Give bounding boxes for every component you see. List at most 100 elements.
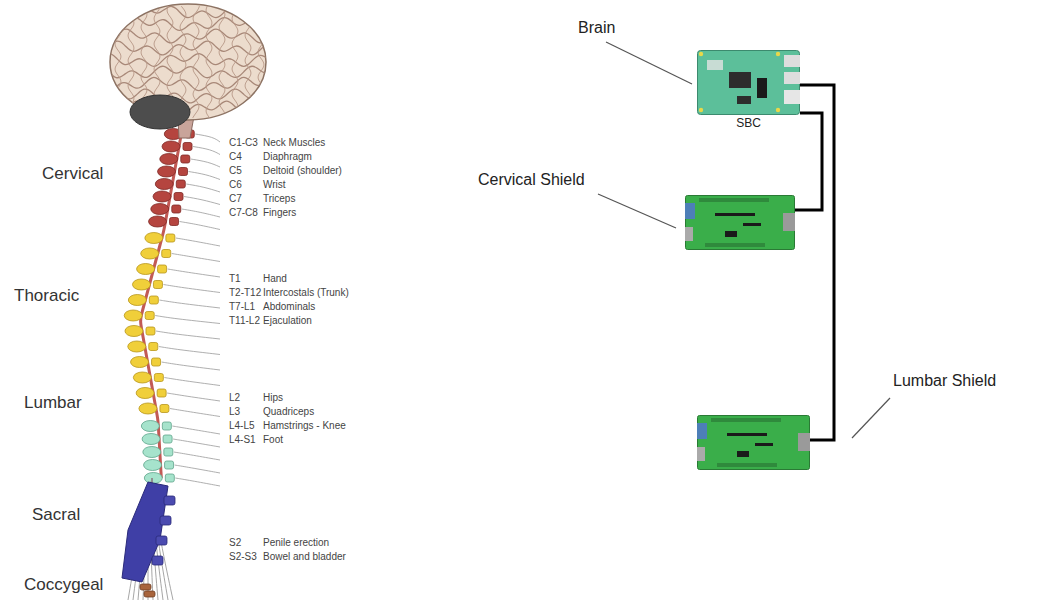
muscle-name: Neck Muscles [263,137,325,149]
trace [743,223,761,226]
nerve-line [168,269,220,277]
muscle-name: Hips [263,392,283,404]
muscle-name: Intercostals (Trunk) [263,287,349,299]
vertebra-process [166,234,175,242]
header [717,463,777,467]
leader-line [606,42,692,84]
spinal-cord [141,118,185,478]
muscle-name: Foot [263,434,283,446]
shield-node: Lumbar Shield [697,415,810,470]
muscle-name: Ejaculation [263,315,312,327]
muscle-name: Hand [263,273,287,285]
brain-fold [128,6,134,118]
brain-fold [115,6,122,118]
nerve-line [176,238,220,246]
nerve-level: T7-L1 [229,301,255,313]
vertebra-body [151,204,169,215]
brain-fold [108,29,268,43]
nerve-level: C7-C8 [229,207,258,219]
chip [725,231,737,237]
muscle-name: Deltoid (shoulder) [263,165,342,177]
vertebra-body [160,154,178,165]
vertebra-process [149,343,158,351]
nerve-line [189,172,220,180]
vertebra-body [124,310,142,321]
vertebra-process [163,435,172,443]
muscle-name: Abdominals [263,301,315,313]
power-jack [685,227,693,241]
chip [737,96,751,104]
vertebra-body [149,216,167,227]
vertebra-body [143,447,161,458]
connector-wire [795,113,822,210]
mount-hole [699,108,703,112]
mount-hole [776,52,780,56]
nerve-level: L3 [229,406,240,418]
vertebra-body [133,372,151,383]
chip [729,72,751,88]
vertebra-process [145,312,154,320]
vertebra-process [170,218,179,226]
chip [737,451,749,457]
nerve-line [184,197,220,205]
nerve-line [173,439,220,447]
port [784,90,800,104]
nerve-line [159,300,220,308]
header [699,198,769,202]
vertebra-body [132,279,150,290]
vertebra-process [160,405,169,413]
vertebra-process [179,168,188,176]
nerve-level: T2-T12 [229,287,261,299]
vertebra-process [176,180,185,188]
vertebra-body [139,403,157,414]
vertebra-body [158,166,176,177]
vertebra-process [183,143,192,151]
nerve-level: S2 [229,537,241,549]
nerve-line [172,426,220,434]
vertebra-process [165,461,174,469]
nerve-line [191,159,220,167]
brain-fold [193,6,200,118]
nerve-line [155,316,220,324]
sbc-board [697,50,800,115]
nerve-line [175,478,220,486]
nerve-level: L4-L5 [229,420,255,432]
nerve-line [163,285,220,293]
nerve-level: S2-S3 [229,551,257,563]
vertebra-process [153,281,162,289]
region-name: Thoracic [14,286,79,306]
nerve-line [195,134,220,142]
vertebra-process [164,448,173,456]
nerve-level: C1-C3 [229,137,258,149]
sacral-process [156,536,167,545]
vertebra-process [174,193,183,201]
vertebra-body [153,191,171,202]
nerve-level: C4 [229,151,242,163]
nerve-line [167,393,220,401]
muscle-name: Hamstrings - Knee [263,420,346,432]
nerve-level: C5 [229,165,242,177]
nerve-line [180,222,220,230]
brain-fold [108,18,268,31]
vertebra-body [142,434,160,445]
brain-fold [108,89,268,103]
muscle-name: Bowel and bladder [263,551,346,563]
vertebra-body [145,233,163,244]
vertebra-body [141,421,159,432]
nerve-line [174,452,220,460]
board-body [698,416,810,470]
callout-label: Brain [578,18,615,37]
trace [727,433,767,436]
vertebra-body [162,141,180,152]
nerve-line [159,347,220,355]
region-name: Sacral [32,505,80,525]
leader-line [852,398,890,438]
connector-header [783,213,795,231]
nerve-line [193,147,220,155]
vertebra-process [181,155,190,163]
usb-port [697,423,707,439]
vertebra-process [146,327,155,335]
trace [715,213,755,216]
vertebra-process [154,374,163,382]
